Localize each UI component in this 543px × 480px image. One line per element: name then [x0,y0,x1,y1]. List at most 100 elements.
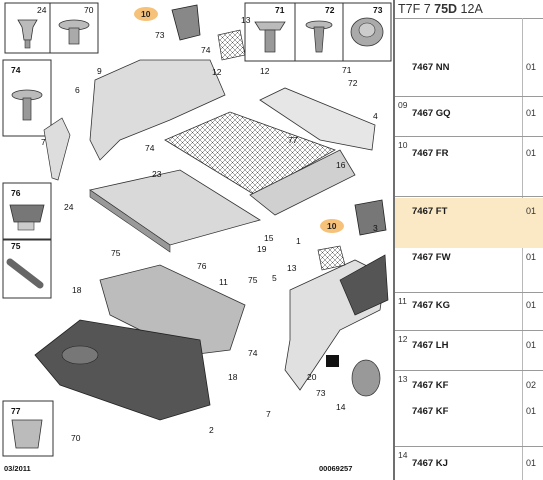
catalog-code-bold: 75D [434,2,458,16]
part-quantity: 01 [526,300,537,310]
row-group-index: 11 [398,296,407,306]
callout-label: 11 [219,277,228,287]
part-14-speaker [351,359,381,397]
cargo-net [164,111,336,196]
callout-label: 71 [342,65,352,75]
callout-label: 1 [296,236,301,246]
callout-label: 75 [111,248,121,258]
part-13-net [217,29,246,61]
qty-column-rule [522,18,523,480]
callout-label: 72 [348,78,358,88]
part-6-side-trim [89,59,226,161]
callout-label: 12 [212,67,222,77]
part-quantity: 01 [526,458,537,468]
callout-label: 19 [257,244,267,254]
panel-divider [393,0,395,480]
part-quantity: 01 [526,206,537,216]
part-1-rear-floor [249,149,356,216]
callout-10-lower: 10 [327,221,337,231]
callout-label: 9 [97,66,102,76]
callout-label: 7 [41,137,46,147]
callout-label: 6 [75,85,80,95]
row-group-index: 10 [398,140,408,150]
row-separator [395,370,543,371]
callout-label: 74 [145,143,155,153]
part-3-panel [339,254,389,316]
fastener-box-72 [294,2,344,62]
fastener-box-24 [4,2,51,54]
callout-label: 24 [37,5,47,15]
callout-label: 12 [260,66,270,76]
row-group-index: 13 [398,374,408,384]
part-quantity: 01 [526,148,537,158]
callout-label: 4 [373,111,378,121]
part-quantity: 01 [526,406,537,416]
callout-label: 74 [11,65,21,75]
fastener-box-76 [2,182,52,240]
row-separator [395,196,543,197]
part-reference[interactable]: 7467 KJ [412,458,448,469]
part-quantity: 02 [526,380,537,390]
part-13-net-lower [317,245,346,271]
callout-10-highlight-upper [134,7,158,21]
callout-label: 15 [264,233,274,243]
part-quantity: 01 [526,108,537,118]
callout-label: 75 [248,275,258,285]
callout-label: 74 [248,348,258,358]
fastener-box-74 [2,59,52,137]
part-10-lower [354,199,387,236]
diagram-drawing: 2470717273747576771373749677412717247716… [2,2,392,457]
fastener-box-70 [49,2,99,54]
fastener-box-77 [2,400,54,457]
fastener-box-71 [244,2,296,62]
part-quantity: 01 [526,340,537,350]
shelf-edge [89,189,171,253]
callout-label: 13 [241,15,251,25]
callout-label: 14 [336,402,346,412]
fastener-box-73 [342,2,392,62]
part-4-panel [259,87,376,151]
callout-label: 23 [152,169,162,179]
part-quantity: 01 [526,62,537,72]
underbody-well [61,345,99,365]
callout-label: 71 [275,5,285,15]
row-group-index: 12 [398,334,408,344]
row-separator [395,446,543,447]
callout-label: 20 [307,372,317,382]
row-highlight [395,198,543,248]
part-reference[interactable]: 7467 KG [412,300,451,311]
callout-label: 70 [71,433,81,443]
part-2-underbody [34,319,211,421]
callout-label: 73 [373,5,383,15]
part-reference[interactable]: 7467 KF [412,406,449,417]
header-rule [395,18,543,19]
callout-label: 73 [316,388,326,398]
part-reference[interactable]: 7467 GQ [412,108,451,119]
part-reference[interactable]: 7467 FT [412,206,448,217]
callout-label: 5 [272,273,277,283]
part-7-trim-strip [43,117,71,181]
part-reference[interactable]: 7467 LH [412,340,449,351]
row-group-index: 09 [398,100,408,110]
catalog-code: T7F 7 75D 12A [398,2,483,16]
catalog-code-suffix: 12A [457,2,483,16]
callout-label: 77 [288,135,298,145]
row-separator [395,96,543,97]
callout-label: 7 [266,409,271,419]
part-reference[interactable]: 7467 KF [412,380,449,391]
callout-label: 72 [325,5,335,15]
part-reference[interactable]: 7467 FR [412,148,449,159]
catalog-code-prefix: T7F 7 [398,2,435,16]
part-reference[interactable]: 7467 FW [412,252,451,263]
callout-label: 77 [11,406,21,416]
part-20-clip [326,355,339,367]
callout-label: 13 [287,263,297,273]
row-group-index: 14 [398,450,408,460]
part-11-floor-panel [99,264,246,356]
part-reference[interactable]: 7467 NN [412,62,450,73]
callout-10-upper: 10 [141,9,151,19]
row-separator [395,330,543,331]
